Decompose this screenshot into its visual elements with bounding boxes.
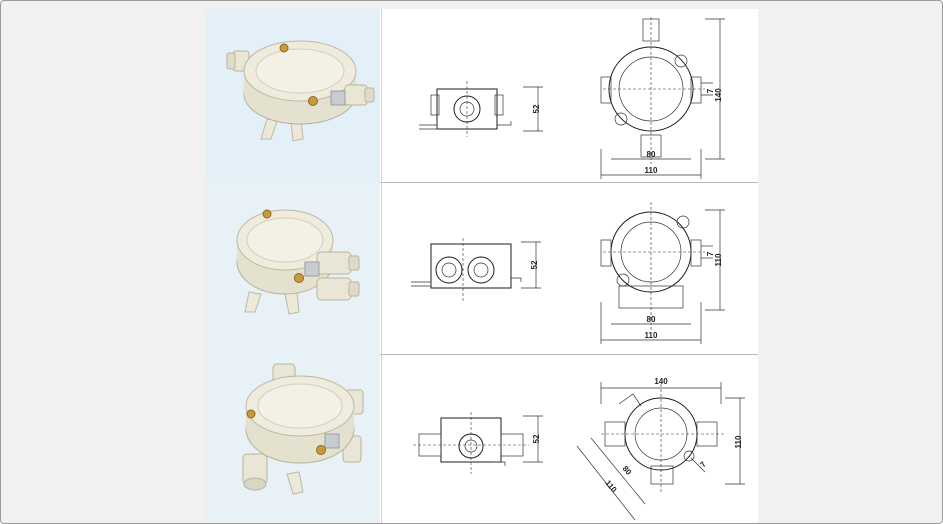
row-divider-1	[205, 182, 758, 183]
dim-inner-width-1: 80	[647, 150, 656, 159]
dimension-drawings-3: 52	[413, 377, 745, 521]
dim-top-height-1: 140	[714, 88, 723, 102]
dim-side-height-1: 52	[532, 104, 541, 113]
dim-top-height-3: 110	[734, 435, 743, 448]
dimension-drawings-1: 52	[419, 17, 725, 179]
dim-top-width-3: 140	[654, 377, 668, 386]
dim-top-height-2: 110	[714, 253, 723, 266]
dim-diag-inner-3: 80	[621, 464, 634, 477]
side-view-drawing-1	[419, 81, 543, 137]
dim-offset-3: 7	[698, 459, 708, 469]
side-view-drawing-3	[413, 412, 543, 474]
row-divider-2	[205, 354, 758, 355]
product-row-3: 52	[205, 354, 758, 523]
dim-offset-1: 7	[706, 88, 715, 93]
side-view-drawing-2	[411, 238, 541, 302]
product-row-2: 52	[205, 182, 758, 354]
dim-inner-width-2: 80	[647, 315, 656, 324]
dim-side-height-2: 52	[530, 260, 539, 269]
top-view-drawing-1	[600, 17, 725, 179]
junction-box-spec-sheet: 52	[205, 9, 758, 523]
top-view-drawing-3	[576, 382, 745, 521]
column-divider	[381, 9, 382, 523]
dim-outer-width-2: 110	[645, 331, 658, 340]
product-photo-2	[205, 182, 380, 354]
top-view-drawing-2	[600, 202, 725, 344]
product-photo-1	[205, 9, 380, 182]
dim-offset-2: 7	[706, 251, 715, 256]
dim-diag-outer-3: 110	[603, 479, 619, 495]
product-row-1: 52	[205, 9, 758, 182]
product-photo-3	[205, 354, 380, 523]
dimension-drawings-2: 52	[411, 202, 725, 344]
dim-outer-width-1: 110	[645, 166, 658, 175]
dim-side-height-3: 52	[532, 434, 541, 443]
